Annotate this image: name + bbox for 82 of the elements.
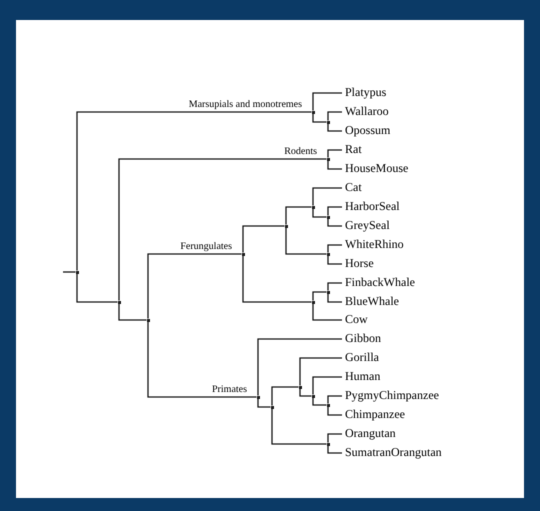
tree-branch: [63, 271, 76, 273]
species-label: Gorilla: [342, 350, 379, 364]
tree-branch: [285, 206, 312, 224]
tree-branch: [312, 92, 342, 110]
branch-point: [284, 224, 288, 228]
tree-branch: [327, 256, 342, 265]
branch-point: [298, 386, 302, 388]
branch-point: [326, 120, 330, 124]
tree-branch: [257, 398, 270, 408]
tree-branch: [327, 111, 342, 120]
species-label: Platypus: [342, 85, 386, 99]
tree-branch: [299, 388, 312, 397]
species-label: GreySeal: [342, 218, 390, 232]
species-label: Chimpanzee: [342, 407, 405, 421]
species-label: Cat: [342, 180, 362, 194]
tree-branch: [312, 304, 342, 321]
tree-branch: [285, 228, 326, 255]
tree-branch: [327, 446, 342, 454]
tree-branch: [327, 282, 342, 290]
tree-branch: [76, 111, 312, 270]
tree-branch: [327, 206, 342, 216]
tree-branch: [327, 149, 342, 158]
species-label: Horse: [342, 256, 374, 270]
clade-label: Ferungulates: [180, 241, 232, 252]
clade-label: Primates: [212, 384, 247, 395]
tree-branch: [147, 322, 256, 398]
species-label: Rat: [342, 142, 362, 156]
tree-branch: [327, 406, 342, 416]
tree-branch: [312, 208, 326, 218]
species-label: SumatranOrangutan: [342, 445, 442, 459]
branch-point: [326, 290, 330, 294]
species-label: Orangutan: [342, 426, 396, 440]
tree-branch: [271, 386, 298, 406]
tree-branch: [118, 304, 146, 321]
tree-branch: [327, 294, 342, 303]
species-label: WhiteRhino: [342, 237, 404, 251]
species-label: Cow: [342, 312, 368, 326]
tree-branch: [118, 158, 326, 300]
tree-branch: [299, 357, 342, 386]
branch-point: [118, 300, 120, 304]
branch-point: [312, 206, 314, 208]
clade-label: Rodents: [284, 146, 317, 157]
species-label: PygmyChimpanzee: [342, 388, 439, 402]
tree-branch: [312, 291, 326, 300]
tree-branch: [312, 398, 326, 406]
tree-branch: [327, 395, 342, 404]
tree-branch: [327, 124, 342, 132]
branch-point: [326, 442, 330, 446]
tree-branch: [242, 256, 312, 303]
species-label: BlueWhale: [342, 294, 399, 308]
branch-point: [326, 252, 330, 256]
tree-branch: [327, 244, 342, 252]
species-label: FinbackWhale: [342, 275, 415, 289]
tree-branch: [257, 338, 342, 396]
species-label: Opossum: [342, 123, 390, 137]
tree-branch: [271, 408, 326, 445]
branch-point: [242, 252, 244, 256]
tree-branch: [312, 114, 326, 123]
branch-point: [312, 110, 314, 114]
branch-point: [76, 270, 78, 274]
branch-point: [312, 300, 314, 304]
species-label: Gibbon: [342, 331, 381, 345]
tree-branch: [327, 433, 342, 442]
tree-branch: [327, 218, 342, 227]
clade-label: Marsupials and monotremes: [188, 99, 302, 110]
tree-branch: [312, 376, 342, 394]
branch-point: [312, 394, 314, 398]
branch-point: [256, 396, 260, 398]
tree-branch: [327, 160, 342, 170]
tree-branch: [147, 253, 242, 318]
branch-point: [326, 404, 330, 406]
tree-branch: [76, 274, 118, 303]
tree-branch: [312, 187, 342, 206]
species-label: HouseMouse: [342, 161, 408, 175]
branch-point: [270, 406, 274, 408]
species-label: Wallaroo: [342, 104, 389, 118]
species-label: HarborSeal: [342, 199, 400, 213]
branch-point: [326, 158, 330, 160]
species-label: Human: [342, 369, 380, 383]
branch-point: [326, 216, 330, 218]
branch-point: [146, 318, 150, 322]
tree-branch: [242, 225, 284, 252]
